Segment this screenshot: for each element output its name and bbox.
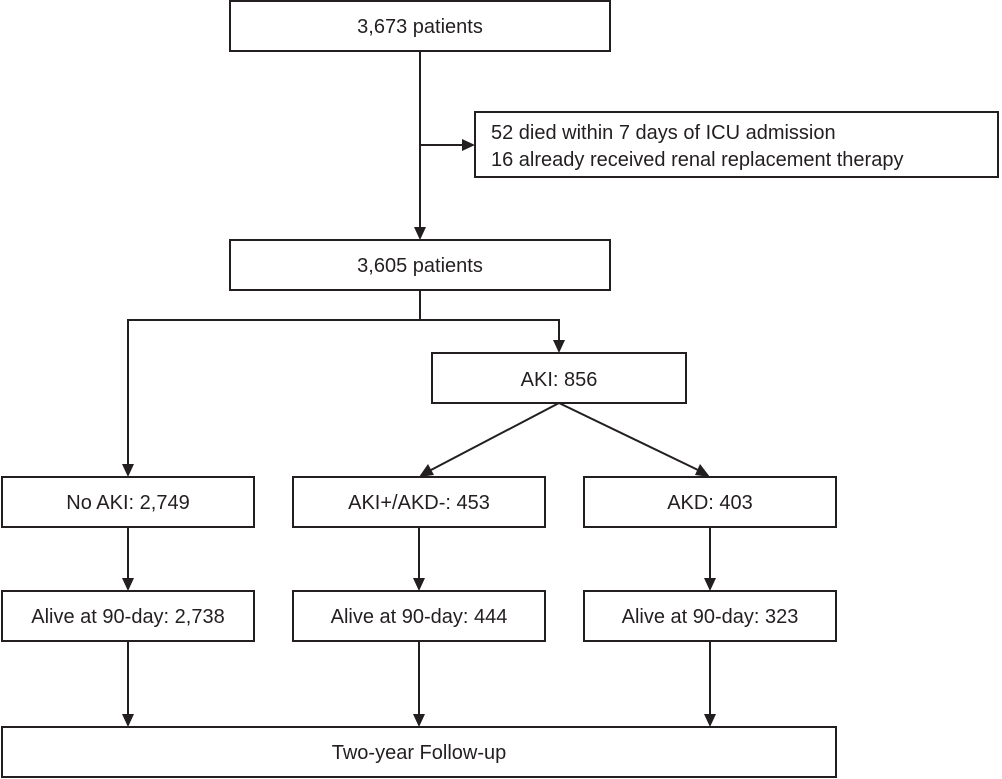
alive-akd-label: Alive at 90-day: 323 [622,606,799,628]
alive-no-aki-label: Alive at 90-day: 2,738 [31,606,224,628]
arrowhead-aki [553,340,565,353]
exclusion-line-1: 52 died within 7 days of ICU admission [491,122,836,144]
connector-split-horizontal [127,319,560,464]
arrowhead-no-aki [122,464,134,477]
arrowhead-follow-up-1 [122,714,134,727]
arrowhead-alive-akd [704,578,716,591]
arrowhead-akd [695,464,710,477]
arrowhead-included [414,227,426,240]
box-exclusions: 52 died within 7 days of ICU admission 1… [474,111,999,178]
arrowhead-alive-no-aki [122,578,134,591]
follow-up-label: Two-year Follow-up [332,742,507,764]
connector-aki-to-akd [558,402,699,471]
aki-no-akd-label: AKI+/AKD-: 453 [348,492,490,514]
box-aki-no-akd: AKI+/AKD-: 453 [292,476,546,528]
arrowhead-follow-up-3 [704,714,716,727]
box-akd: AKD: 403 [583,476,837,528]
total-patients-label: 3,673 patients [357,16,483,38]
akd-label: AKD: 403 [667,492,753,514]
box-total-patients: 3,673 patients [229,0,611,52]
included-patients-label: 3,605 patients [357,255,483,277]
box-alive-no-aki: Alive at 90-day: 2,738 [1,590,255,642]
box-aki: AKI: 856 [431,352,687,404]
connector-aki-to-aki-no-akd [430,402,560,471]
box-follow-up: Two-year Follow-up [1,726,837,778]
box-alive-akd: Alive at 90-day: 323 [583,590,837,642]
box-no-aki: No AKI: 2,749 [1,476,255,528]
aki-label: AKI: 856 [521,369,598,391]
no-aki-label: No AKI: 2,749 [66,492,189,514]
alive-aki-no-akd-label: Alive at 90-day: 444 [331,606,508,628]
arrowhead-follow-up-2 [413,714,425,727]
arrowhead-aki-no-akd [419,464,434,477]
arrowhead-alive-aki-no-akd [413,578,425,591]
box-included-patients: 3,605 patients [229,239,611,291]
exclusion-line-2: 16 already received renal replacement th… [491,149,903,171]
box-alive-aki-no-akd: Alive at 90-day: 444 [292,590,546,642]
arrowhead-exclusions [462,139,475,151]
